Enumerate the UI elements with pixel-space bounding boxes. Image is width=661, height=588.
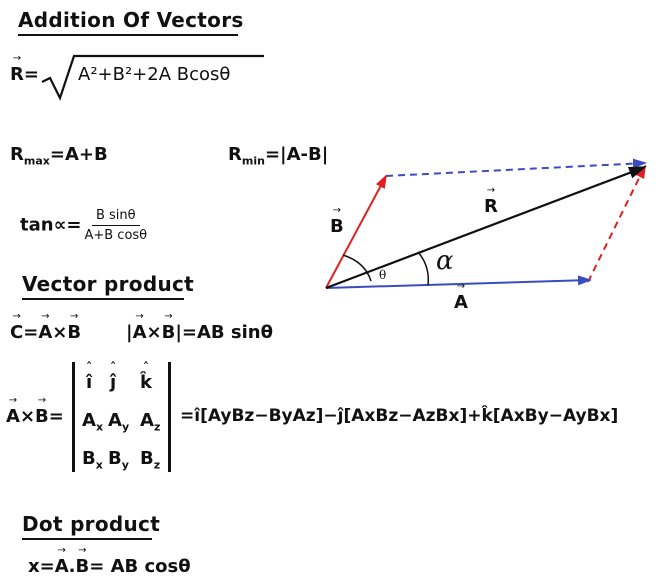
resultant-formula: R= [10, 64, 39, 85]
mag-b-symbol: B [162, 322, 176, 343]
vector-product-underline [22, 298, 184, 300]
det-j-hat: ĵ [110, 372, 116, 393]
rmax-formula: Rmax=A+B [10, 144, 108, 168]
tan-lhs: tan∝= [20, 214, 82, 236]
cross-lhs: A×B= [6, 406, 64, 427]
diagram-label-b: B [330, 216, 344, 237]
tan-denominator: A+B cosθ [84, 228, 148, 243]
dot-b-symbol: B [75, 556, 89, 577]
r-eq-sign: = [23, 64, 39, 85]
c-eq-sign: = [23, 322, 39, 343]
cross-product-def: C=A×B [10, 322, 81, 343]
a-vector-dashed [385, 158, 647, 177]
det-by: By [108, 448, 129, 472]
rmin-symbol: R [228, 144, 242, 165]
det-az: Az [140, 410, 161, 434]
sqrt-sign [41, 54, 264, 101]
dot-rhs: = AB cosθ [89, 556, 191, 577]
dot-a-symbol: A [55, 556, 69, 577]
mag-close-rhs: |=AB sinθ [175, 322, 273, 343]
vector-product-title: Vector product [22, 272, 195, 296]
diagram-label-r: R [484, 196, 498, 217]
diagram-label-alpha: α [436, 246, 454, 276]
dot-product-formula: x=A.B= AB cosθ [28, 556, 191, 577]
cross-sign: × [52, 322, 68, 343]
alpha-arc [417, 251, 430, 286]
rmin-rhs: =|A-B| [264, 144, 329, 165]
dot-product-underline [22, 538, 152, 540]
det-bz: Bz [140, 448, 161, 472]
det-b-symbol: B [35, 406, 49, 427]
c-vector-symbol: C [10, 322, 23, 343]
addition-title: Addition Of Vectors [18, 8, 244, 32]
cross-expansion: =î[AyBz−ByAz]−ĵ[AxBz−AzBx]+k̂[AxBy−AyBx] [180, 406, 619, 426]
det-cross-sign: × [19, 406, 36, 427]
det-ax: Ax [82, 410, 104, 434]
dot-product-title: Dot product [22, 512, 161, 536]
det-k-hat: k̂ [140, 372, 152, 393]
radicand: A²+B²+2A Bcosθ [78, 64, 231, 85]
det-a-symbol: A [6, 406, 20, 427]
r-vector-arrow [325, 165, 647, 290]
dot-sign: . [68, 556, 76, 577]
a-vector-symbol: A [38, 322, 52, 343]
mag-cross-sign: × [146, 322, 162, 343]
det-eq-sign: = [48, 406, 64, 427]
addition-title-underline [18, 34, 238, 36]
det-bx: Bx [82, 448, 103, 472]
cross-magnitude: |A×B|=AB sinθ [126, 322, 273, 343]
mag-a-symbol: A [133, 322, 147, 343]
dot-lhs: x= [28, 556, 55, 577]
r-vector-symbol: R [10, 64, 24, 85]
det-left-bar [72, 362, 75, 472]
rmin-formula: Rmin=|A-B| [228, 144, 328, 168]
det-right-bar [168, 362, 171, 472]
rmax-rhs: =A+B [49, 144, 108, 165]
rmax-subscript: max [23, 154, 50, 168]
det-i-hat: î [86, 372, 92, 393]
rmin-subscript: min [241, 154, 265, 168]
theta-arc [342, 254, 372, 282]
diagram-label-theta: θ [379, 268, 387, 282]
mag-open-bar: | [126, 322, 133, 343]
b-vector-dashed [587, 164, 646, 283]
b-vector-arrow [325, 174, 387, 289]
det-ay: Ay [108, 410, 130, 434]
b-vector-symbol: B [67, 322, 81, 343]
diagram-label-a: A [454, 292, 468, 313]
tan-numerator: B sinθ [91, 208, 140, 226]
rmax-symbol: R [10, 144, 24, 165]
